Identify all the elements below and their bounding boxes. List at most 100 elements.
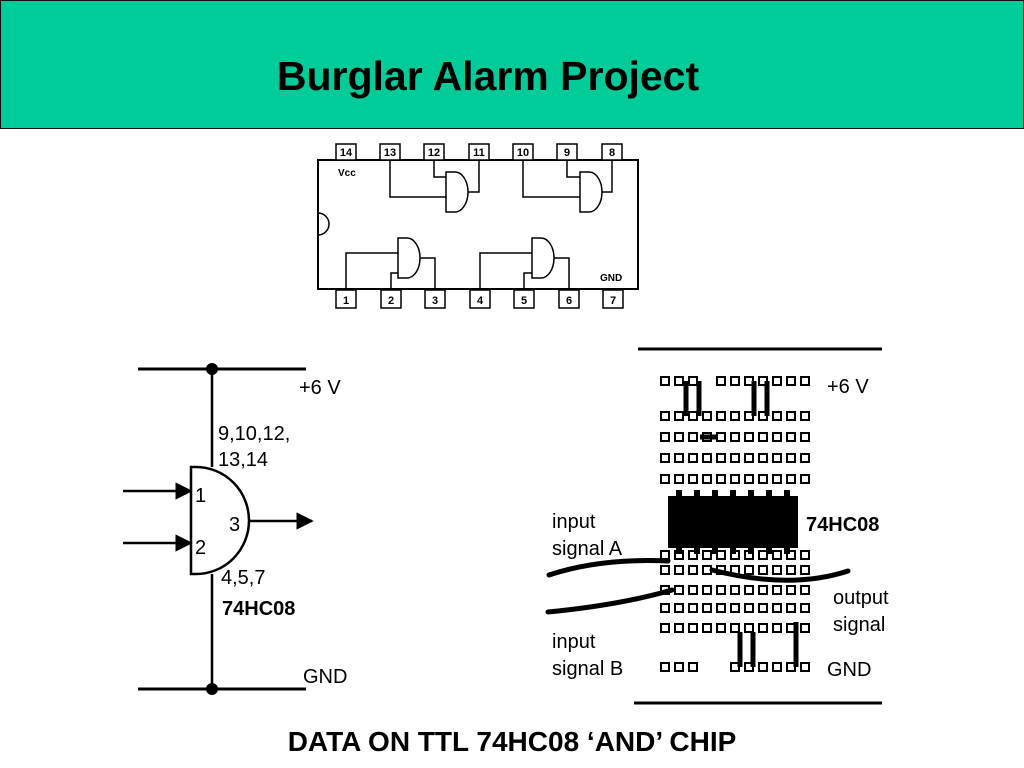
pin-3-label: 3 [432, 295, 438, 307]
pin-2-label: 2 [388, 295, 394, 307]
bb-hole [758, 432, 768, 442]
bb-hole [730, 376, 740, 386]
bb-hole [716, 550, 726, 560]
gate-schematic: 1 2 3 +6 V 9,10,12, 13,14 4,5,7 74HC08 G… [123, 363, 347, 695]
bb-hole [800, 474, 810, 484]
bb-hole [800, 662, 810, 672]
jumper-wires [683, 381, 799, 667]
bb-hole [772, 662, 782, 672]
caption: DATA ON TTL 74HC08 ‘AND’ CHIP [287, 726, 737, 757]
bb-hole [772, 453, 782, 463]
output-label: 3 [229, 514, 240, 536]
ic-body [317, 159, 639, 290]
bb-hole [660, 603, 670, 613]
bb-hole [772, 376, 782, 386]
chip-leg [712, 490, 718, 496]
ic-notch [317, 212, 330, 236]
bb-hole [800, 411, 810, 421]
internal-gates [345, 160, 613, 290]
bb-hole [744, 623, 754, 633]
bb-hole [674, 432, 684, 442]
bb-hole [702, 411, 712, 421]
bb-hole [772, 565, 782, 575]
bb-hole [674, 603, 684, 613]
breadboard: +6 V 74HC08 input signal A input signal … [545, 347, 889, 705]
bb-hole [758, 623, 768, 633]
bb-hole [702, 453, 712, 463]
ic-pinout: 14 13 12 11 10 9 8 1 2 3 4 5 [317, 143, 639, 309]
bb-hole [730, 585, 740, 595]
bb-hole [744, 565, 754, 575]
bb-hole [660, 432, 670, 442]
bb-hole [674, 565, 684, 575]
bb-hole [660, 453, 670, 463]
chip-leg [766, 548, 772, 554]
vcc-label: Vcc [338, 168, 356, 179]
bb-hole [702, 550, 712, 560]
bb-hole [772, 474, 782, 484]
bb-hole [758, 603, 768, 613]
ground-label: GND [303, 666, 347, 688]
bb-hole [660, 550, 670, 560]
bb-hole [744, 432, 754, 442]
bb-hole [688, 411, 698, 421]
bb-hole [716, 432, 726, 442]
bb-hole [674, 585, 684, 595]
bb-hole [786, 474, 796, 484]
bb-hole [688, 623, 698, 633]
bb-hole [772, 411, 782, 421]
bb-hole [786, 411, 796, 421]
bb-hole [660, 662, 670, 672]
bb-hole [786, 565, 796, 575]
pin-10-label: 10 [517, 147, 529, 159]
ground-junction [206, 683, 218, 695]
pin-4-label: 4 [477, 295, 484, 307]
bb-hole [800, 565, 810, 575]
bb-hole [674, 376, 684, 386]
bb-hole [772, 603, 782, 613]
input-b-label-2: signal B [552, 658, 623, 680]
bb-hole [800, 550, 810, 560]
chip-leg [784, 548, 790, 554]
pin-6-label: 6 [566, 295, 572, 307]
bb-hole [688, 585, 698, 595]
bb-hole [730, 603, 740, 613]
bb-hole [688, 432, 698, 442]
signal-wires [545, 558, 851, 615]
pin-7-label: 7 [610, 295, 616, 307]
chip-leg [766, 490, 772, 496]
bb-hole [730, 453, 740, 463]
bb-hole [730, 411, 740, 421]
bb-hole [772, 585, 782, 595]
bb-hole [660, 565, 670, 575]
bb-hole [758, 565, 768, 575]
bb-hole [716, 623, 726, 633]
bb-ground-label: GND [827, 659, 871, 681]
input-a-label-1: input [552, 511, 596, 533]
top-pin-row: 14 13 12 11 10 9 8 [335, 143, 623, 161]
input-2-label: 2 [195, 537, 206, 559]
bb-hole [688, 565, 698, 575]
chip-leg [676, 548, 682, 554]
bb-hole [758, 662, 768, 672]
bb-hole [730, 474, 740, 484]
bb-hole [730, 623, 740, 633]
bb-hole [716, 603, 726, 613]
bb-hole [660, 474, 670, 484]
bb-hole [688, 603, 698, 613]
bb-hole [716, 411, 726, 421]
input-b-label-1: input [552, 631, 596, 653]
chip-leg [730, 490, 736, 496]
bb-hole [674, 453, 684, 463]
ground-pins-label: 4,5,7 [221, 567, 265, 589]
pin-14-label: 14 [340, 147, 353, 159]
bb-hole [786, 550, 796, 560]
pin-9-label: 9 [564, 147, 570, 159]
pin-8-label: 8 [609, 147, 615, 159]
pin-14 [335, 143, 357, 161]
bb-hole [702, 474, 712, 484]
and-gate-symbol [189, 465, 251, 576]
pin-7 [602, 289, 624, 309]
pin-1-label: 1 [343, 295, 349, 307]
